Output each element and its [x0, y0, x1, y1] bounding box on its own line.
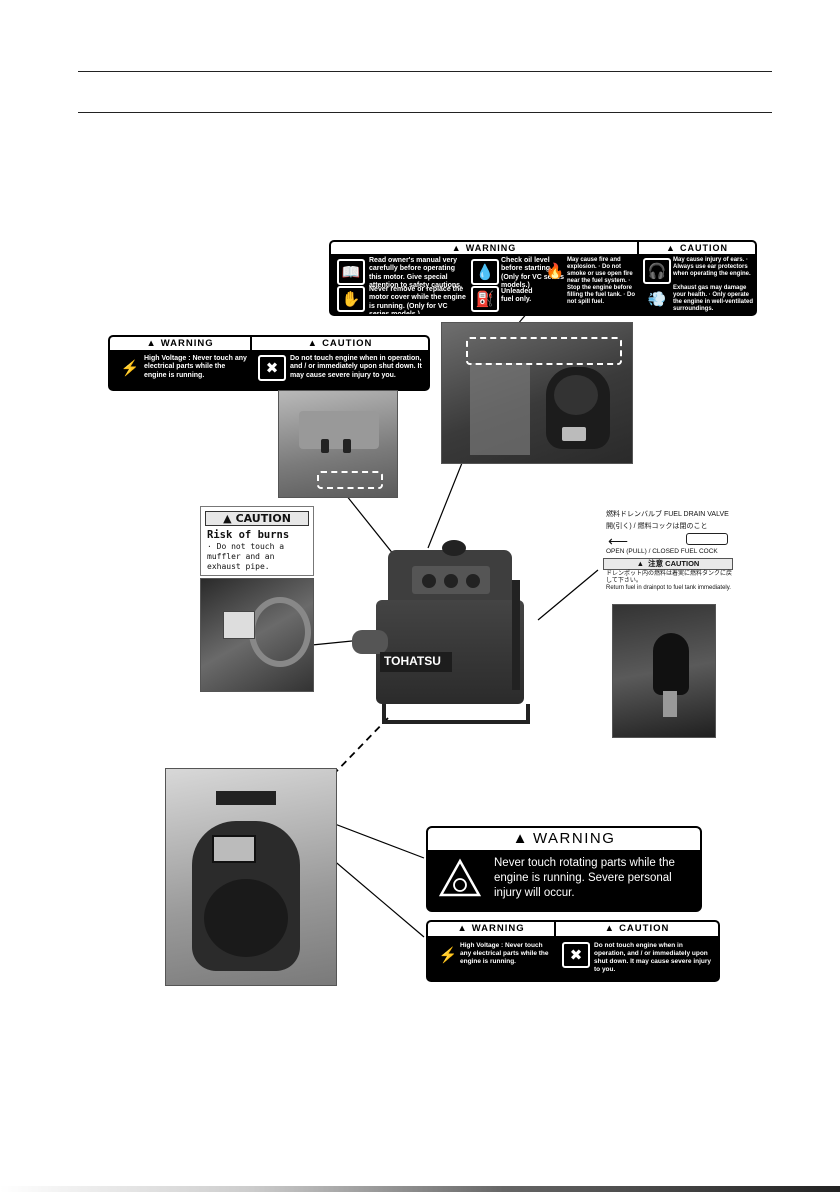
- no-touch-engine-icon: ✖: [562, 942, 590, 968]
- electric-hand-icon: ⚡: [438, 947, 458, 964]
- top-caution-item-2: Exhaust gas may damage your health. · On…: [673, 285, 754, 312]
- top-warning-header: WARNING: [465, 243, 517, 253]
- fuel-jp-line2: 開(引く) / 燃料コックは閉のこと: [606, 523, 708, 530]
- hv-label-lower: ▲WARNING ▲CAUTION ⚡ High Voltage : Never…: [426, 920, 720, 982]
- engine-pump-image: TOHATSU: [352, 540, 540, 728]
- top-caution-header: CAUTION: [679, 243, 728, 253]
- top-warning-item-1: Read owner's manual very carefully befor…: [369, 257, 462, 290]
- fuel-drain-label: 燃料ドレンバルブ FUEL DRAIN VALVE 開(引く) / 燃料コックは…: [600, 505, 736, 591]
- no-touch-engine-icon: ✖: [258, 355, 286, 381]
- hv-upper-caution-header: CAUTION: [322, 338, 373, 349]
- fire-icon: 🔥: [545, 263, 565, 280]
- exhaust-icon: 💨: [647, 291, 667, 308]
- rotating-warning-text: Never touch rotating parts while the eng…: [494, 857, 675, 899]
- header-rule-bottom: [78, 112, 772, 113]
- top-warning-item-5: Unleaded fuel only.: [501, 288, 533, 304]
- rotating-warning-header: WARNING: [532, 830, 616, 847]
- fuel-pump-icon: ⛽: [471, 286, 499, 312]
- top-warning-item-3: May cause fire and explosion. · Do not s…: [567, 257, 635, 305]
- hv-upper-warning-header: WARNING: [160, 338, 214, 349]
- book-icon: 📖: [337, 259, 365, 285]
- top-warning-item-4: Never remove or replace the motor cover …: [369, 286, 466, 316]
- photo-fuel-tank: [165, 768, 337, 986]
- hand-stop-icon: ✋: [337, 286, 365, 312]
- brand-name: TOHATSU: [384, 654, 441, 668]
- burn-title: Risk of burns: [207, 529, 290, 541]
- fuel-jp-note: ドレンポット内の燃料は着実に燃料タンクに戻して下さい。: [606, 571, 733, 584]
- fuel-caution-bar: 注意 CAUTION: [648, 559, 700, 568]
- arrow-left-icon: ⟵: [608, 533, 629, 549]
- footer-band: [0, 1186, 840, 1192]
- hv-lower-caution-header: CAUTION: [619, 923, 670, 934]
- photo-control-panel: [278, 390, 398, 498]
- oil-drop-icon: 💧: [471, 259, 499, 285]
- burn-header: CAUTION: [235, 512, 291, 525]
- rotating-parts-icon: [438, 858, 482, 898]
- burn-body: · Do not touch a muffler and an exhaust …: [207, 542, 285, 571]
- burn-caution-label: ▲CAUTION Risk of burns · Do not touch a …: [200, 506, 314, 576]
- hv-lower-caution-text: Do not touch engine when in operation, a…: [594, 942, 712, 973]
- photo-fuel-valve: [612, 604, 716, 738]
- header-rule-top: [78, 71, 772, 72]
- electric-hand-icon: ⚡: [120, 360, 140, 377]
- top-caution-item-1: May cause injury of ears. · Always use e…: [673, 257, 751, 277]
- hv-label-upper: ▲WARNING ▲CAUTION ⚡ High Voltage : Never…: [108, 335, 430, 391]
- rotating-warning-label: ▲WARNING Never touch rotating parts whil…: [426, 826, 702, 912]
- hv-lower-warning-header: WARNING: [471, 923, 525, 934]
- hv-upper-warning-text: High Voltage : Never touch any electrica…: [144, 355, 247, 379]
- valve-icon: [686, 533, 728, 545]
- hv-lower-warning-text: High Voltage : Never touch any electrica…: [460, 942, 549, 965]
- hv-upper-caution-text: Do not touch engine when in operation, a…: [290, 355, 422, 379]
- ear-protector-icon: 🎧: [643, 258, 671, 284]
- photo-engine-top: [441, 322, 633, 464]
- fuel-open-close: OPEN (PULL) / CLOSED FUEL COCK: [606, 548, 718, 555]
- fuel-en-note: Return fuel in drainpot to fuel tank imm…: [606, 585, 731, 591]
- photo-muffler: [200, 578, 314, 692]
- top-warning-item-2: Check oil level before starting. (Only f…: [501, 257, 565, 290]
- fuel-jp-line1: 燃料ドレンバルブ FUEL DRAIN VALVE: [606, 511, 729, 518]
- top-warning-label: ▲WARNING ▲CAUTION 📖 Read owner's manual …: [329, 240, 757, 316]
